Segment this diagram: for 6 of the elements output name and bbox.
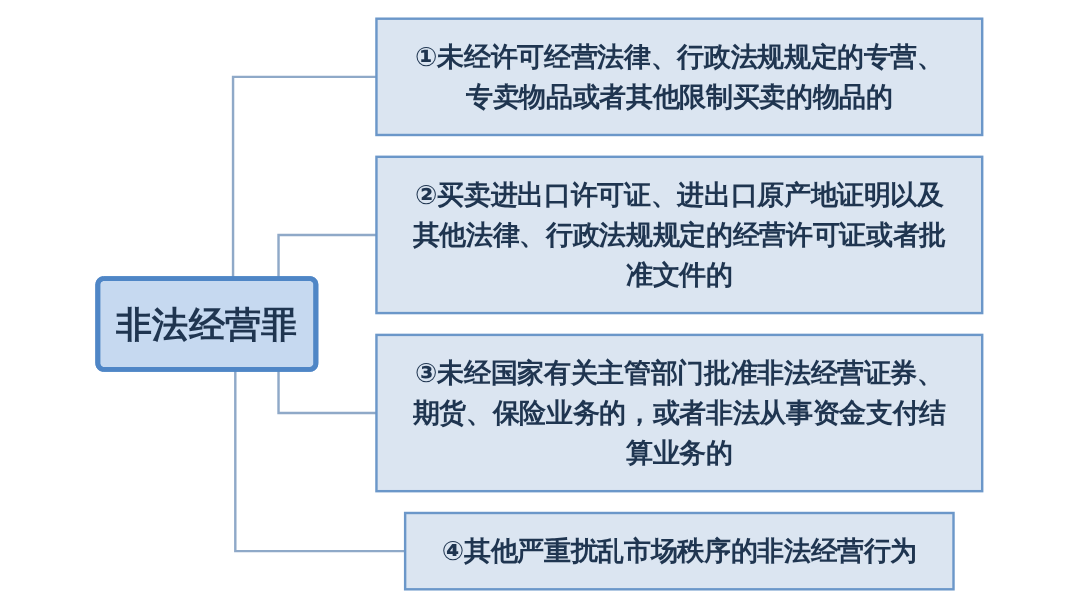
node-box: ④其他严重扰乱市场秩序的非法经营行为 <box>403 511 955 590</box>
node-box: ②买卖进出口许可证、进出口原产地证明以及其他法律、行政法规规定的经营许可证或者批准文件的 <box>375 155 984 314</box>
node-box: ①未经许可经营法律、行政法规规定的专营、专卖物品或者其他限制买卖的物品的 <box>375 17 984 136</box>
connector <box>277 369 377 414</box>
node-box: ③未经国家有关主管部门批准非法经营证券、期货、保险业务的，或者非法从事资金支付结算业务的 <box>375 333 984 492</box>
connector <box>234 369 406 552</box>
